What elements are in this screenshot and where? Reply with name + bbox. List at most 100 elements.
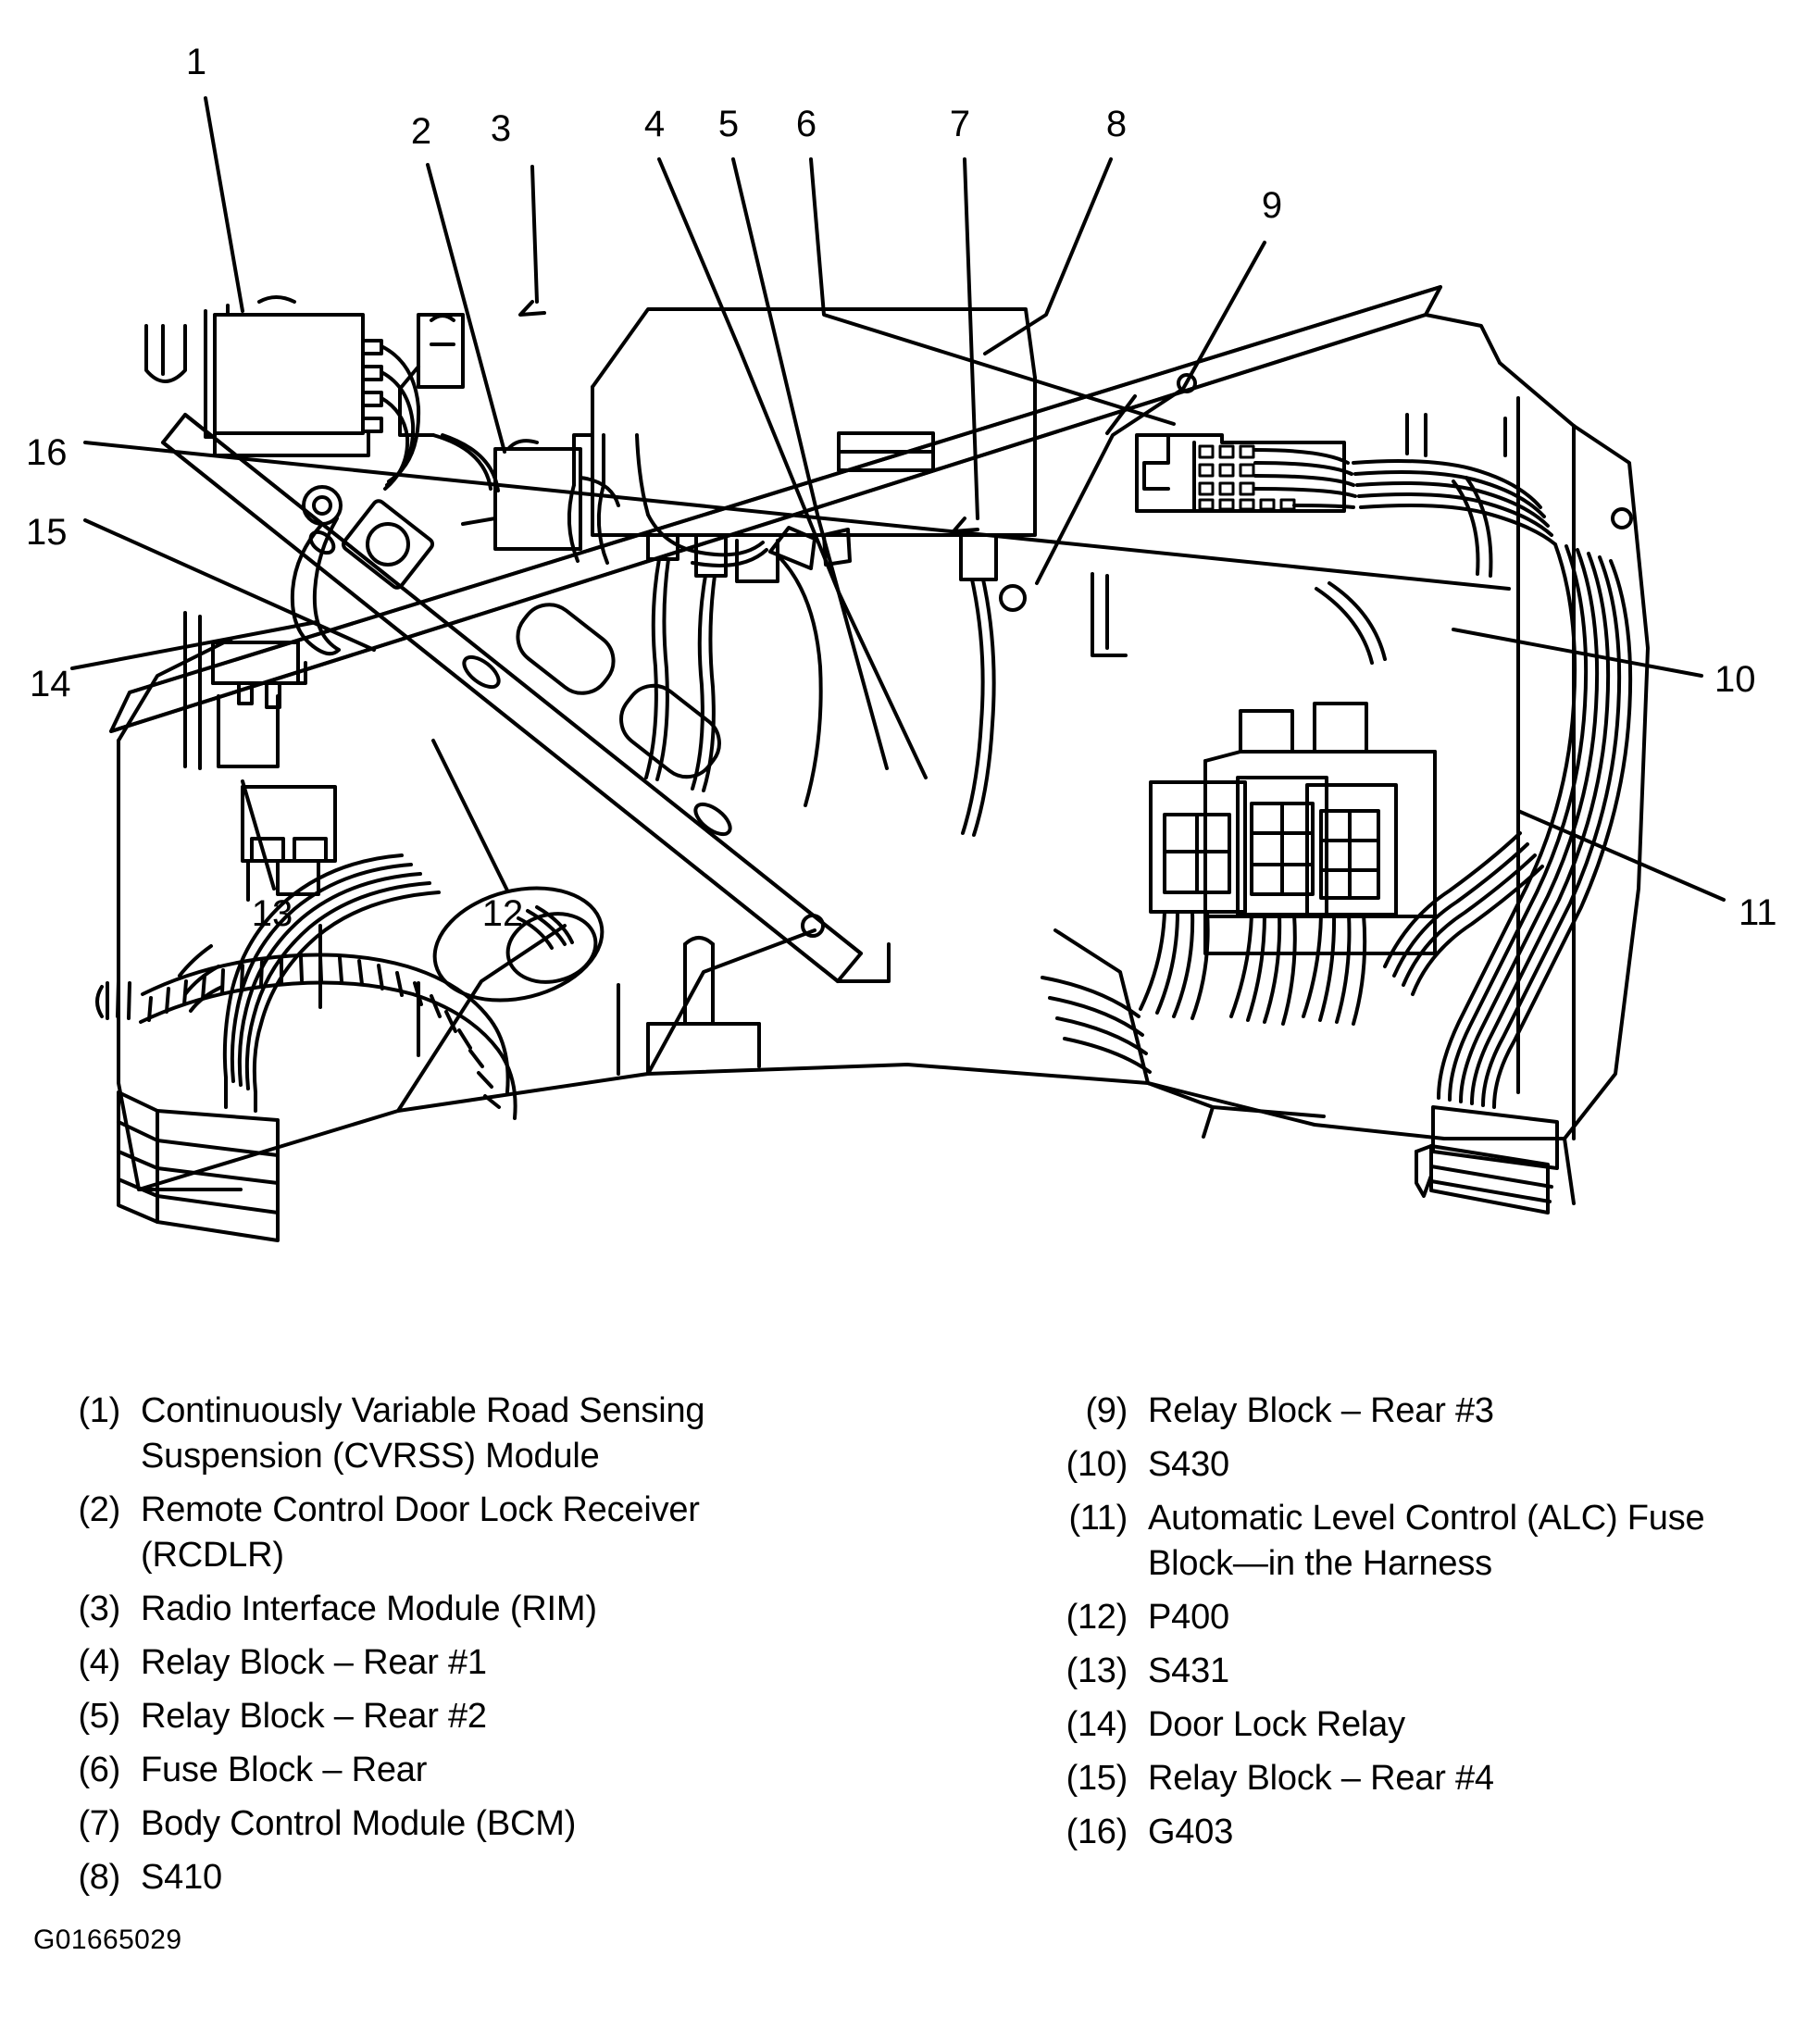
legend-label: S430: [1148, 1445, 1229, 1484]
callout-15: 15: [26, 512, 68, 553]
legend-item: (1) Continuously Variable Road Sensing S…: [37, 1389, 870, 1479]
callout-10: 10: [1714, 659, 1756, 700]
callout-4: 4: [644, 104, 665, 144]
legend-label: Door Lock Relay: [1148, 1705, 1405, 1744]
legend-number: (4): [78, 1643, 120, 1682]
callout-12: 12: [482, 893, 524, 934]
legend-item: (12) P400: [1044, 1595, 1803, 1640]
leader-2: [426, 163, 506, 454]
legend-number: (3): [78, 1589, 120, 1628]
callout-8: 8: [1106, 104, 1127, 144]
legend-label: Automatic Level Control (ALC) Fuse Block…: [1148, 1499, 1705, 1583]
callout-5: 5: [718, 104, 739, 144]
legend-label: Relay Block – Rear #1: [141, 1643, 487, 1682]
relay-block-rear-4: [183, 611, 307, 770]
alc-fuse-block-in-harness: [1415, 1105, 1559, 1215]
leader-12: [431, 739, 509, 892]
legend-number: (6): [78, 1750, 120, 1789]
callout-6: 6: [796, 104, 817, 144]
leader-10: [1452, 628, 1703, 678]
p400-connector: [432, 886, 605, 1003]
legend-column-left: (1) Continuously Variable Road Sensing S…: [37, 1389, 870, 1909]
legend-label: Relay Block – Rear #4: [1148, 1759, 1494, 1798]
legend-number: (13): [1066, 1651, 1128, 1690]
leader-3-arrow: [518, 300, 546, 317]
legend-number: (11): [1068, 1499, 1128, 1538]
center-hook-bracket: [567, 433, 768, 567]
leader-4: [657, 157, 928, 779]
legend-number: (8): [78, 1858, 120, 1897]
legend-label: G403: [1148, 1812, 1234, 1851]
legend-label: Radio Interface Module (RIM): [141, 1589, 597, 1628]
cvrss-module: [204, 295, 421, 491]
legend-item: (16) G403: [1044, 1810, 1803, 1855]
g403-ground-eyelet: [290, 485, 343, 656]
legend-item: (2) Remote Control Door Lock Receiver (R…: [37, 1488, 870, 1578]
leader-13: [241, 779, 276, 891]
floor-pan-contours: [318, 914, 1326, 1139]
legend-number: (14): [1066, 1705, 1128, 1744]
leader-16: [83, 441, 1511, 591]
legend-number: (7): [78, 1804, 120, 1843]
legend-item: (15) Relay Block – Rear #4: [1044, 1756, 1803, 1801]
legend-number: (16): [1066, 1812, 1128, 1851]
callout-7: 7: [950, 104, 970, 144]
component-location-diagram: 1 2 3 4 5 6 7 8 9 10 11 12 13 14 15 16: [26, 42, 1777, 1242]
legend-label: Fuse Block – Rear: [141, 1750, 428, 1789]
relay-block-rear-2: [1229, 776, 1328, 1026]
legend-item: (3) Radio Interface Module (RIM): [37, 1587, 870, 1632]
legend-item: (13) S431: [1044, 1649, 1803, 1694]
callout-9: 9: [1262, 185, 1282, 226]
legend-label: Relay Block – Rear #3: [1148, 1391, 1494, 1430]
callout-11: 11: [1739, 892, 1777, 933]
figure-id-label: G01665029: [33, 1925, 182, 1955]
callout-2: 2: [411, 111, 431, 152]
legend-number: (1): [78, 1391, 120, 1430]
legend-label: Continuously Variable Road Sensing Suspe…: [141, 1391, 705, 1476]
relay-block-rear-1: [1139, 780, 1247, 1020]
legend-column-right: (9) Relay Block – Rear #3 (10) S430 (11)…: [1044, 1389, 1803, 1863]
legend-number: (5): [78, 1697, 120, 1736]
right-main-harness: [1383, 542, 1633, 1109]
callout-numbers: 1 2 3 4 5 6 7 8 9 10 11 12 13 14 15 16: [26, 42, 1777, 934]
left-hanger-bracket: [144, 324, 187, 383]
leader-11: [1516, 809, 1726, 902]
legend-label: S410: [141, 1858, 222, 1897]
legend-item: (10) S430: [1044, 1442, 1803, 1488]
leader-14: [70, 620, 318, 670]
callout-13: 13: [252, 893, 293, 934]
legend-item: (8) S410: [37, 1855, 870, 1900]
legend-label: Remote Control Door Lock Receiver (RCDLR…: [141, 1490, 700, 1575]
callout-14: 14: [30, 664, 71, 704]
legend: (1) Continuously Variable Road Sensing S…: [0, 1389, 1820, 1944]
leader-8: [983, 157, 1113, 355]
callout-16: 16: [26, 432, 68, 473]
leader-1: [204, 96, 244, 313]
diagram-linework: [70, 96, 1726, 1242]
leader-3: [530, 165, 539, 304]
leader-9: [1035, 241, 1266, 585]
legend-number: (12): [1066, 1598, 1128, 1637]
legend-item: (14) Door Lock Relay: [1044, 1702, 1803, 1748]
legend-item: (6) Fuse Block – Rear: [37, 1748, 870, 1793]
leader-6: [809, 157, 1176, 426]
callout-3: 3: [491, 108, 511, 149]
relay-block-rear-3: [1302, 783, 1398, 1026]
legend-label: S431: [1148, 1651, 1229, 1690]
legend-label: Body Control Module (BCM): [141, 1804, 577, 1843]
right-brace-details: [1091, 476, 1493, 665]
callout-leader-lines: [70, 96, 1726, 902]
legend-number: (9): [1085, 1391, 1128, 1430]
legend-item: (9) Relay Block – Rear #3: [1044, 1389, 1803, 1434]
fuse-block-rear-connector: [1135, 433, 1357, 513]
legend-number: (10): [1066, 1445, 1128, 1484]
legend-item: (7) Body Control Module (BCM): [37, 1801, 870, 1847]
leader-15: [83, 518, 376, 652]
legend-item: (11) Automatic Level Control (ALC) Fuse …: [1044, 1496, 1803, 1587]
callout-1: 1: [186, 42, 206, 82]
legend-number: (15): [1066, 1759, 1128, 1798]
rear-compartment-body-outline: [117, 424, 1650, 1205]
legend-item: (4) Relay Block – Rear #1: [37, 1640, 870, 1686]
diagonal-brace-lower: [109, 285, 1502, 733]
